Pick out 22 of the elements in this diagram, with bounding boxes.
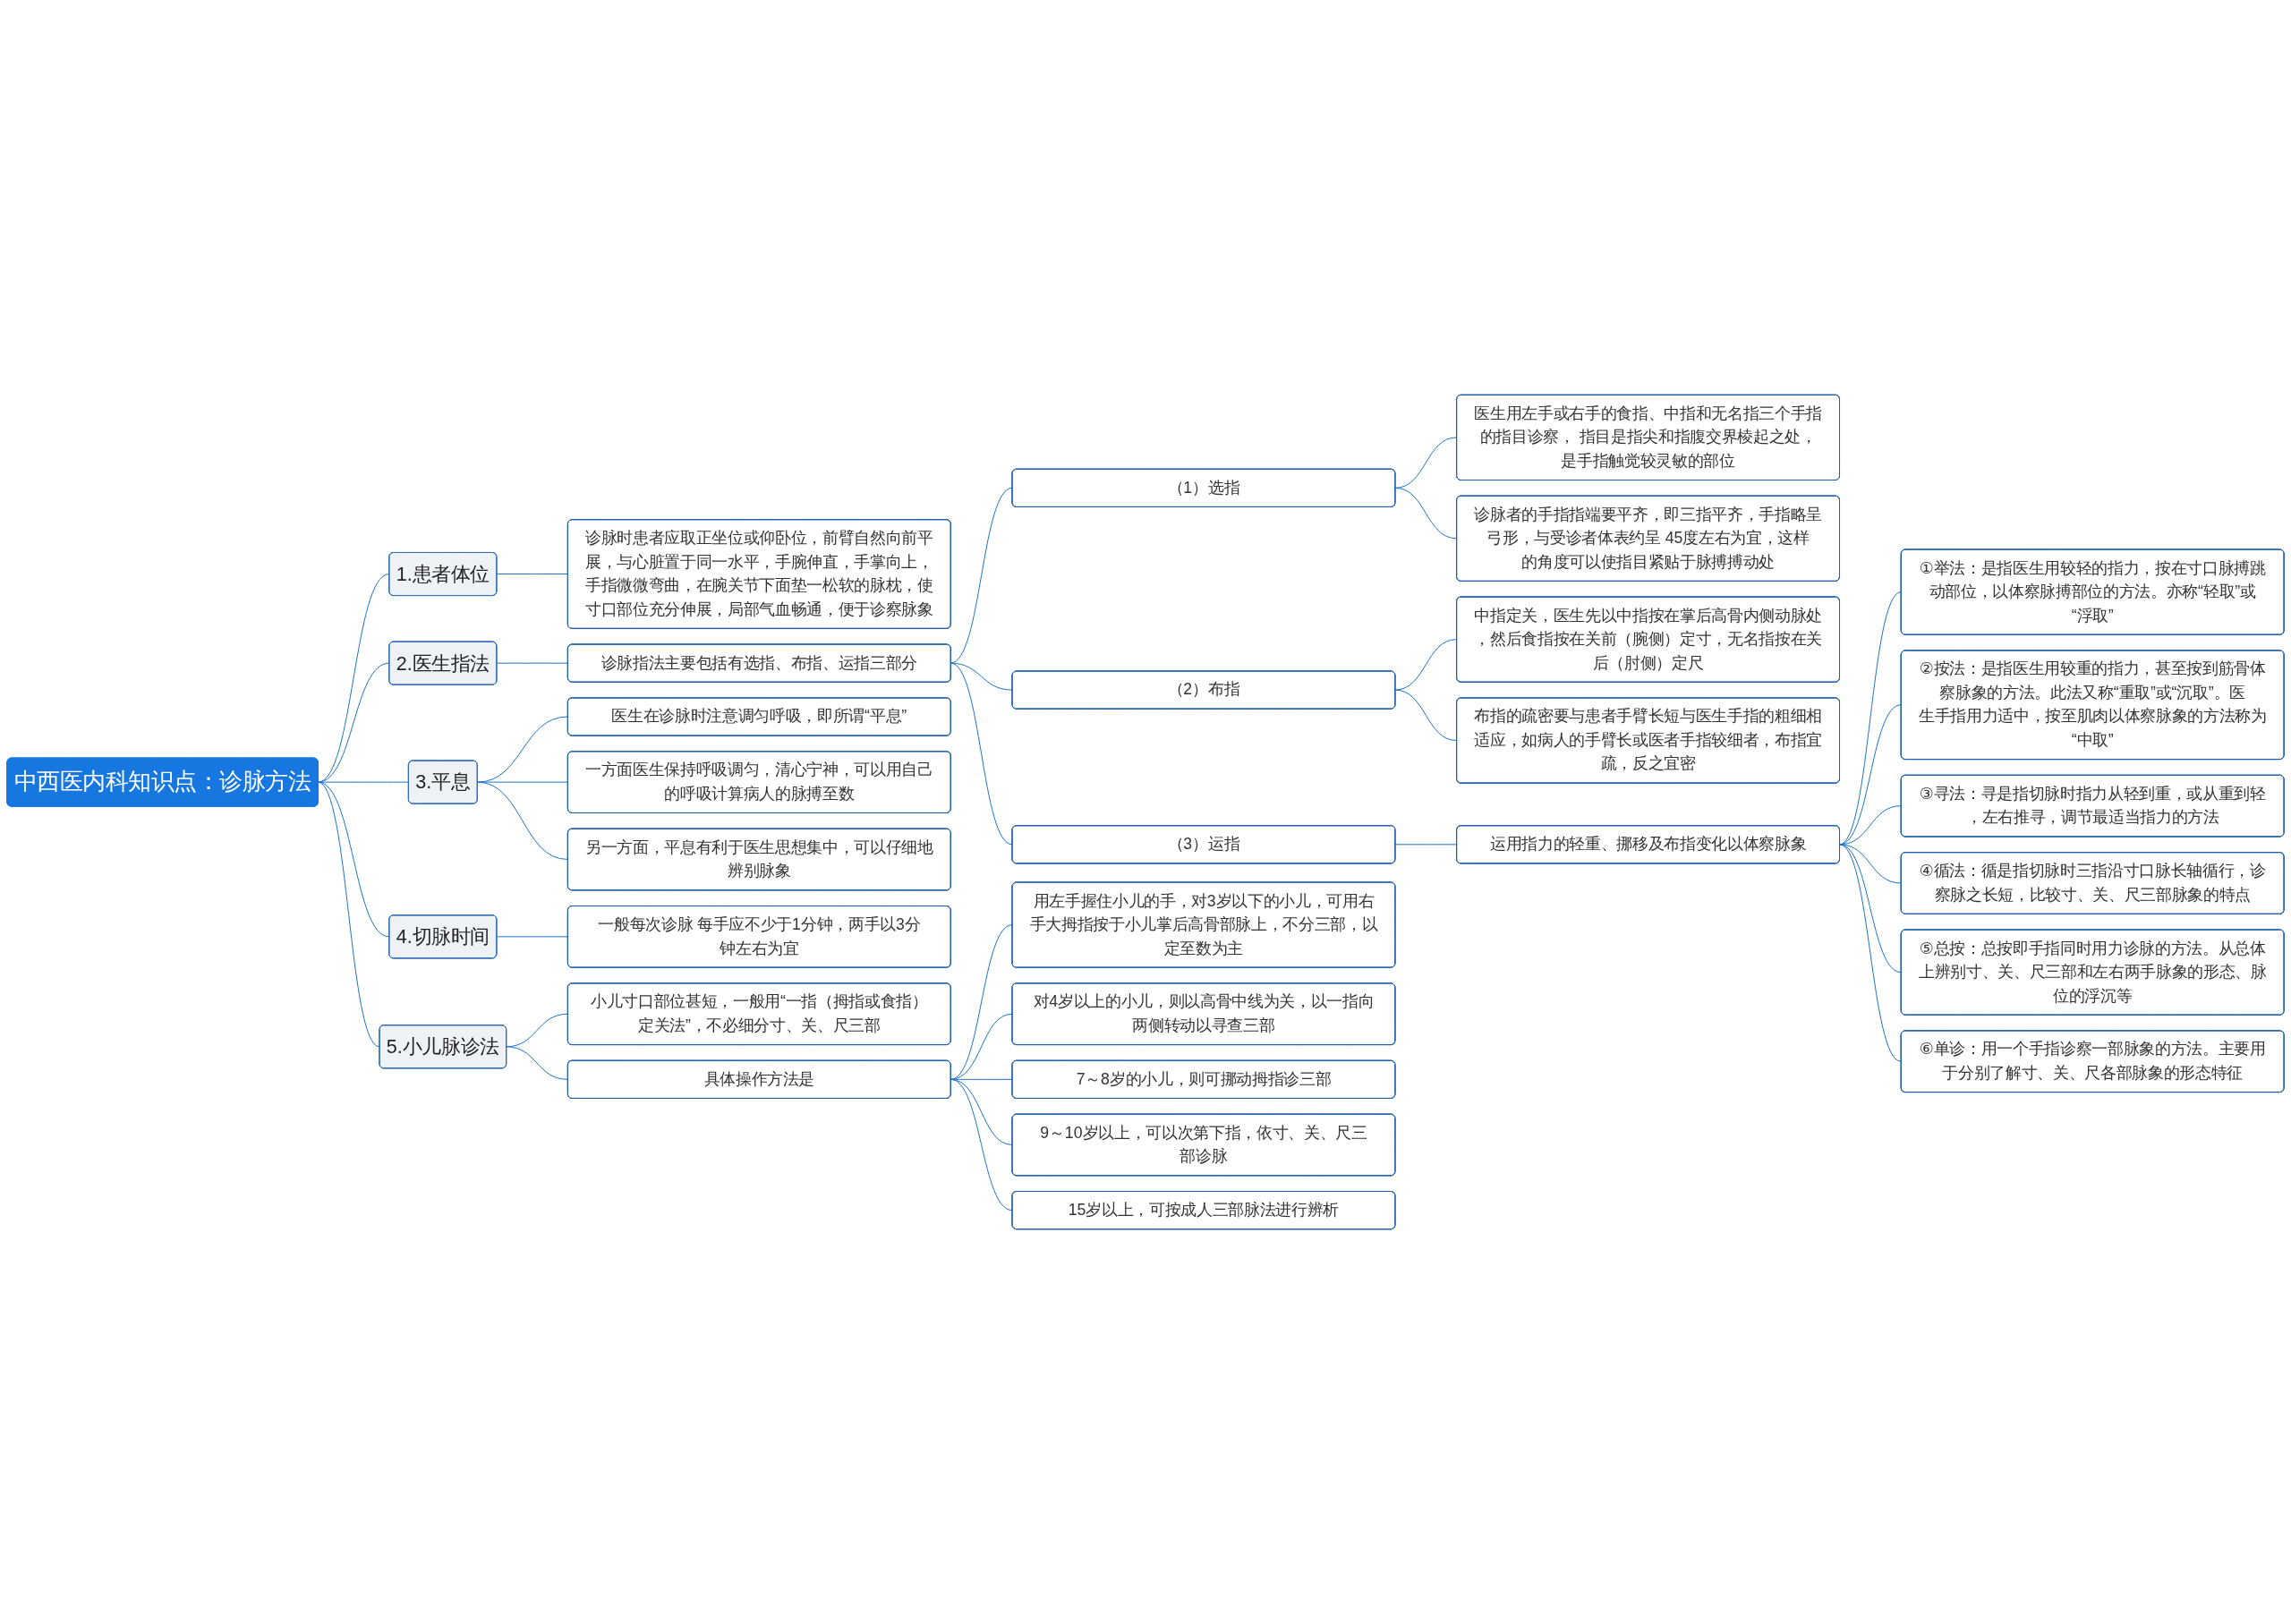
connector — [317, 781, 380, 1048]
connector — [950, 662, 1013, 846]
connector — [1394, 487, 1458, 540]
connector — [1839, 844, 1902, 884]
connector — [1394, 437, 1458, 489]
connector — [1394, 639, 1458, 691]
connector — [950, 1078, 1013, 1212]
connector — [1839, 844, 1902, 974]
connector — [950, 487, 1013, 664]
connector — [496, 662, 568, 664]
connector — [950, 924, 1013, 1080]
connector — [1394, 689, 1458, 741]
connector — [1839, 844, 1902, 1062]
connector — [1839, 591, 1902, 846]
connector — [476, 781, 568, 860]
connector — [317, 781, 409, 783]
connector — [1394, 844, 1458, 846]
connector — [476, 716, 568, 783]
connector — [476, 781, 568, 783]
connector — [506, 1046, 568, 1080]
connector — [950, 1013, 1013, 1080]
connector — [496, 936, 568, 938]
